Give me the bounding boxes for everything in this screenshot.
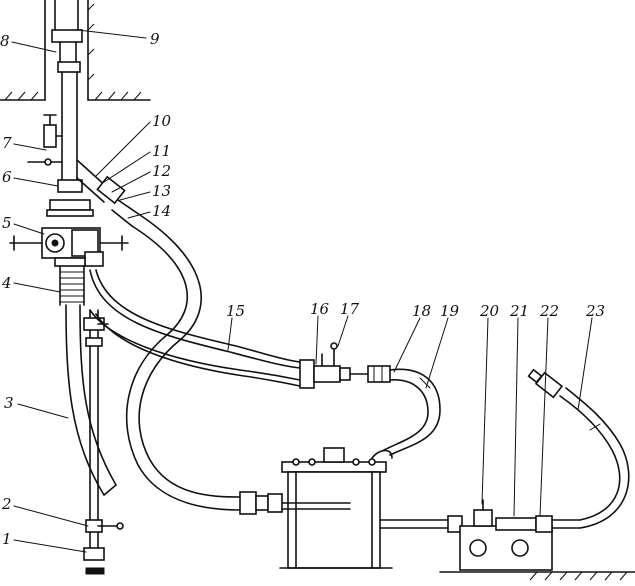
callout-16: 16 <box>310 300 330 318</box>
callout-3: 3 <box>4 394 14 412</box>
corrugated-section-4 <box>59 265 85 306</box>
leader-lines <box>11 29 593 553</box>
callout-5: 5 <box>2 214 12 232</box>
callout-20: 20 <box>479 302 500 320</box>
callout-12: 12 <box>152 162 171 180</box>
callout-11: 11 <box>152 142 171 160</box>
tank <box>279 447 393 569</box>
callout-10: 10 <box>152 112 172 130</box>
callout-23: 23 <box>585 302 605 320</box>
lower-hose-3 <box>65 304 117 496</box>
main-hose <box>125 214 241 511</box>
callout-17: 17 <box>340 300 360 318</box>
callout-19: 19 <box>440 302 460 320</box>
callout-8: 8 <box>0 32 10 50</box>
valve-block-16-17 <box>299 342 391 389</box>
callout-1: 1 <box>2 530 12 548</box>
hose-18-19 <box>383 368 441 456</box>
callout-22: 22 <box>539 302 559 320</box>
hose-23 <box>559 387 630 529</box>
pump-unit <box>459 499 581 571</box>
callout-15: 15 <box>226 302 245 320</box>
callout-13: 13 <box>152 182 171 200</box>
stand-pipe <box>83 309 124 575</box>
callout-14: 14 <box>152 202 171 220</box>
callout-9: 9 <box>150 30 160 48</box>
callout-7: 7 <box>2 134 12 152</box>
tank-inlet-coupling <box>239 491 351 515</box>
callout-2: 2 <box>1 495 12 513</box>
thin-hoses-15 <box>89 269 301 387</box>
coupling-5 <box>9 227 129 267</box>
callout-6: 6 <box>2 168 12 186</box>
callout-4: 4 <box>1 274 12 292</box>
outlet-pipe <box>379 515 463 533</box>
main-vertical-pipe <box>46 0 94 217</box>
ceiling-slab <box>0 0 151 101</box>
callout-21: 21 <box>509 302 529 320</box>
branch-pipe <box>76 159 141 227</box>
callout-labels: 1 2 3 4 5 6 7 8 9 10 11 12 13 14 15 16 1… <box>0 30 605 548</box>
callout-18: 18 <box>412 302 431 320</box>
floor <box>439 571 635 581</box>
valve-7 <box>27 114 63 166</box>
